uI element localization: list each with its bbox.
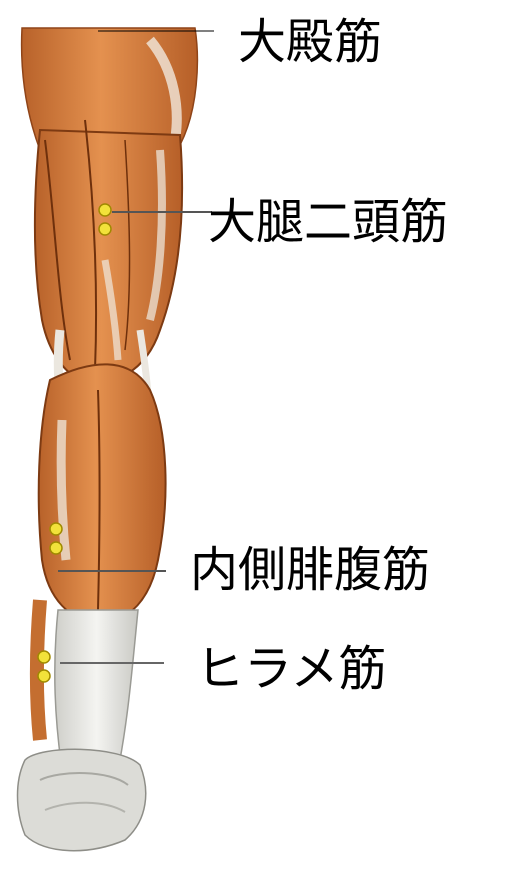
achilles-shape — [55, 610, 138, 770]
label-gluteus-maximus: 大殿筋 — [238, 18, 382, 66]
foot-shape — [18, 749, 146, 850]
label-biceps-femoris: 大腿二頭筋 — [208, 198, 448, 246]
label-soleus: ヒラメ筋 — [196, 645, 387, 693]
label-medial-gastrocnemius: 内側腓腹筋 — [190, 546, 430, 594]
